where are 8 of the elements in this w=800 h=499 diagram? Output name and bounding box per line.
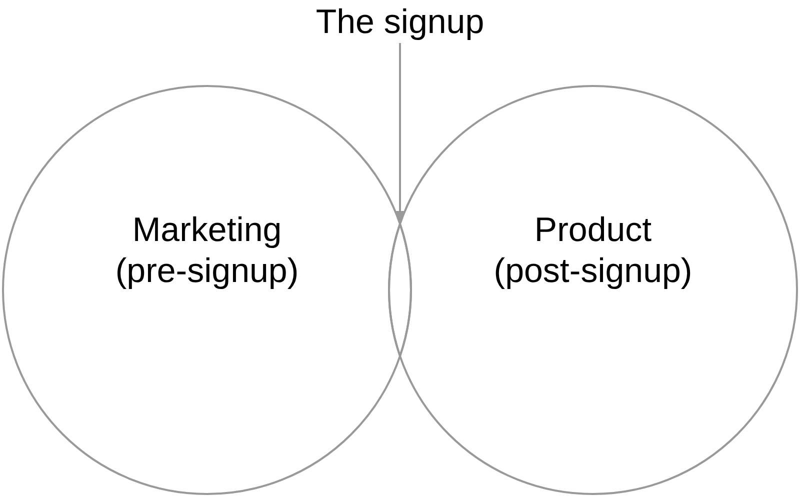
circle-title: Product xyxy=(534,210,652,251)
venn-circle xyxy=(2,85,412,495)
annotation-label: The signup xyxy=(316,2,484,43)
circle-subtitle: (post-signup) xyxy=(494,251,692,292)
venn-circle xyxy=(388,85,798,495)
circle-title: Marketing xyxy=(132,210,282,251)
circle-subtitle: (pre-signup) xyxy=(115,251,299,292)
overlap-region xyxy=(389,224,411,356)
